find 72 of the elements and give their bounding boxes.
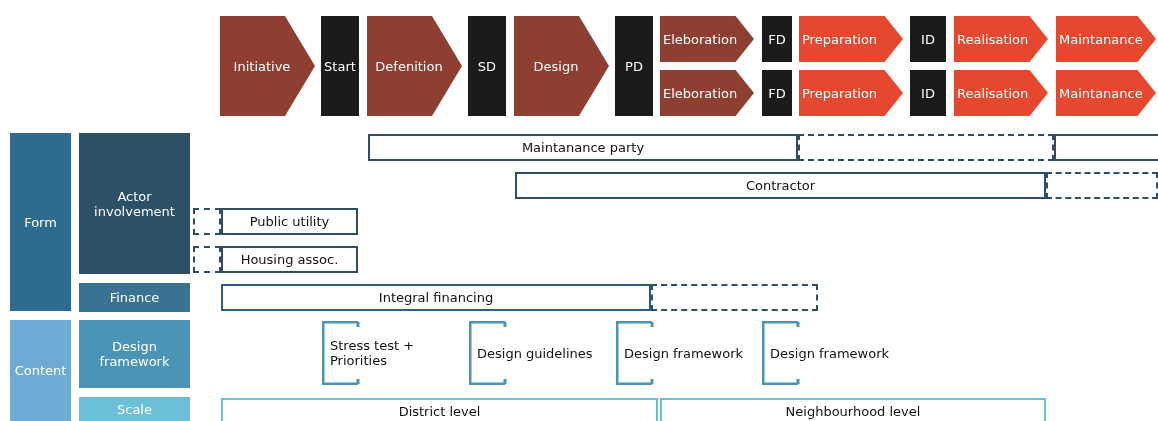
phase-block (799, 70, 903, 116)
row-header (79, 397, 190, 421)
milestone-box (910, 16, 946, 62)
phase-block (954, 70, 1048, 116)
node-label: Maintanance (1059, 85, 1143, 101)
node-label: PD (625, 58, 643, 74)
node-label: Contractor (745, 178, 816, 193)
row-header (79, 320, 190, 388)
phase-block (220, 16, 315, 116)
row-label: Design framework (98, 339, 171, 369)
node-label: Design (533, 58, 579, 74)
milestone-box (762, 70, 792, 116)
node-label: Stress test + Priorities (330, 338, 416, 368)
node-label: ID (921, 31, 935, 47)
dashed-extension (1046, 172, 1158, 199)
phase-block (1056, 16, 1156, 62)
milestone-box (762, 16, 792, 62)
row-header (79, 283, 190, 312)
node-label: Realisation (957, 85, 1029, 101)
node-label: Preparation (802, 85, 878, 101)
phase-block (954, 16, 1048, 62)
row-label: Actor involvement (93, 188, 176, 219)
timeline-bar (221, 208, 358, 235)
node-label: Start (324, 58, 356, 74)
milestone-box (321, 16, 359, 116)
row-header (79, 133, 190, 274)
timeline-bar (660, 398, 1046, 421)
timeline-bar (221, 284, 651, 311)
phase-block (660, 16, 754, 62)
milestone-box (615, 16, 653, 116)
node-label: SD (477, 58, 497, 74)
node-label: Design framework (624, 345, 744, 361)
phase-block (514, 16, 609, 116)
phase-block (660, 70, 754, 116)
row-label: Finance (109, 290, 160, 305)
node-label: Eleboration (663, 85, 738, 101)
node-label: Housing assoc. (240, 252, 339, 267)
phase-block (367, 16, 462, 116)
dashed-extension (651, 284, 818, 311)
node-label: Design framework (770, 345, 890, 361)
row-label: Form (24, 214, 57, 230)
phase-block (1056, 70, 1156, 116)
timeline-bar (1054, 134, 1158, 161)
node-label: Initiative (233, 58, 291, 74)
milestone-box (468, 16, 506, 116)
node-label: Realisation (957, 31, 1029, 47)
row-label: Content (14, 363, 67, 378)
node-label: FD (768, 85, 786, 101)
timeline-bar (515, 172, 1046, 199)
node-label: District level (398, 404, 481, 419)
node-label: Integral financing (378, 290, 494, 305)
row-header (10, 320, 71, 421)
timeline-bar (221, 246, 358, 273)
node-label: ID (921, 85, 935, 101)
row-header (10, 133, 71, 311)
node-label: FD (768, 31, 786, 47)
node-label: Eleboration (663, 31, 738, 47)
node-label: Public utility (249, 214, 330, 229)
node-label: Design guidelines (477, 345, 593, 361)
dashed-extension (193, 208, 221, 235)
timeline-bar (368, 134, 798, 161)
node-label: Maintanance party (521, 140, 645, 155)
row-label: Scale (117, 401, 152, 417)
node-label: Neighbourhood level (785, 404, 921, 419)
phase-block (799, 16, 903, 62)
node-label: Maintanance (1059, 31, 1143, 47)
milestone-box (910, 70, 946, 116)
dashed-extension (193, 246, 221, 273)
node-label: Preparation (802, 31, 878, 47)
timeline-bar (221, 398, 658, 421)
dashed-extension (798, 134, 1054, 161)
node-label: Defenition (375, 58, 443, 74)
